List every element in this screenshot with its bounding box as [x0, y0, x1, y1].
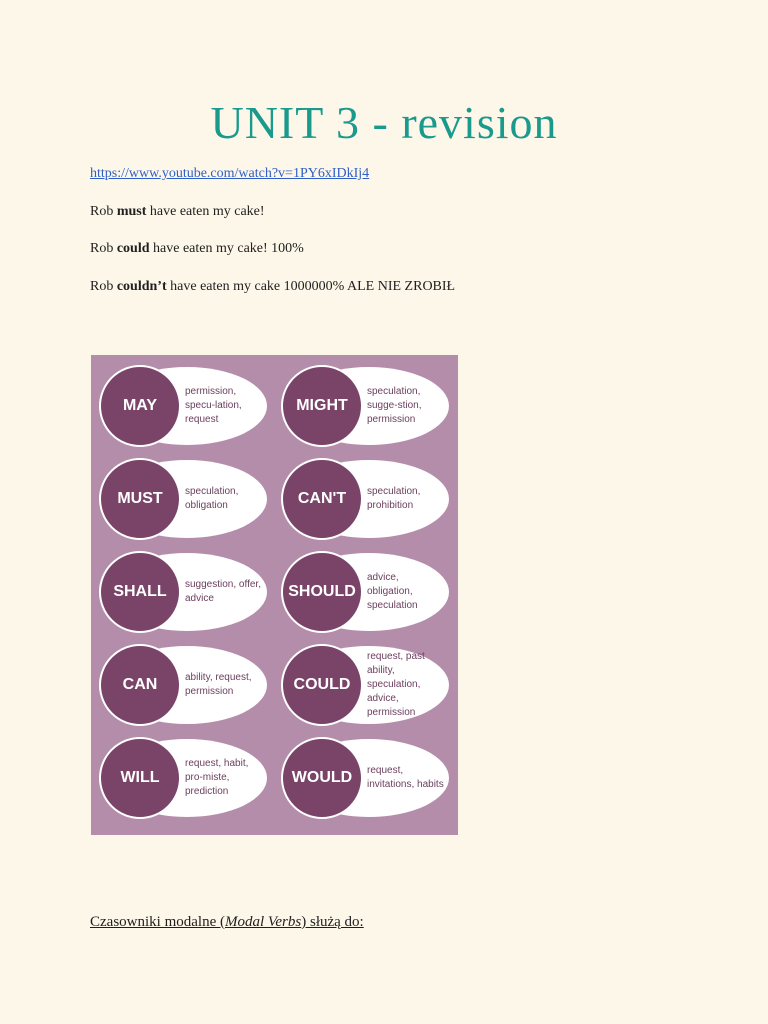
modal-uses-label: suggestion, offer, advice [185, 579, 261, 604]
modal-verbs-image: MAY permission, specu-lation, request MI… [91, 355, 458, 835]
modal-pill: CAN ability, request, permission [95, 642, 267, 728]
sentence-suffix: have eaten my cake 1000000% ALE NIE ZROB… [166, 279, 456, 294]
modal-uses-label: request, invitations, habits [367, 765, 444, 790]
modal-pill: CAN'T speculation, prohibition [277, 456, 449, 542]
example-sentence-couldnt: Rob couldn’t have eaten my cake 1000000%… [90, 279, 455, 295]
sentence-suffix: have eaten my cake! [146, 204, 265, 219]
modal-verb-label: MIGHT [281, 365, 363, 447]
modal-pill: MUST speculation, obligation [95, 456, 267, 542]
heading-suffix: ) służą do: [301, 914, 364, 930]
sentence-suffix: have eaten my cake! 100% [149, 241, 304, 256]
modal-verb-label: MUST [99, 458, 181, 540]
modal-verb-label: CAN'T [281, 458, 363, 540]
modal-verb-label: CAN [99, 644, 181, 726]
modal-pill: SHOULD advice, obligation, speculation [277, 549, 449, 635]
page-title: UNIT 3 - revision [210, 97, 558, 148]
modal-pill: MAY permission, specu-lation, request [95, 363, 267, 449]
modal-pill: WILL request, habit, pro-miste, predicti… [95, 735, 267, 821]
modal-uses-label: ability, request, permission [185, 672, 252, 697]
modal-uses-label: speculation, prohibition [367, 486, 421, 511]
modal-verb-label: WOULD [281, 737, 363, 819]
sentence-prefix: Rob [90, 241, 117, 256]
modal-uses-label: speculation, sugge-stion, permission [367, 386, 422, 425]
modal-uses-label: speculation, obligation [185, 486, 239, 511]
sentence-modal: couldn’t [116, 279, 167, 294]
modal-pill: COULD request, past ability, speculation… [277, 642, 449, 728]
modal-verb-label: MAY [99, 365, 181, 447]
heading-prefix: Czasowniki modalne ( [90, 914, 225, 930]
heading-italic: Modal Verbs [224, 914, 302, 930]
modal-pill: WOULD request, invitations, habits [277, 735, 449, 821]
modal-pill: SHALL suggestion, offer, advice [95, 549, 267, 635]
sentence-prefix: Rob [90, 279, 117, 294]
example-sentence-must: Rob must have eaten my cake! [90, 204, 265, 220]
modal-uses-label: advice, obligation, speculation [367, 572, 418, 611]
example-sentence-could: Rob could have eaten my cake! 100% [90, 241, 304, 257]
modal-verb-label: COULD [281, 644, 363, 726]
modal-verb-label: SHALL [99, 551, 181, 633]
modal-uses-label: permission, specu-lation, request [185, 386, 242, 425]
modal-uses-label: request, habit, pro-miste, prediction [185, 758, 249, 797]
modal-uses-label: request, past ability, speculation, advi… [367, 651, 425, 718]
modal-verb-label: WILL [99, 737, 181, 819]
sentence-prefix: Rob [90, 204, 117, 219]
sentence-modal: could [116, 241, 150, 256]
modal-pill: MIGHT speculation, sugge-stion, permissi… [277, 363, 449, 449]
modal-verb-label: SHOULD [281, 551, 363, 633]
sentence-modal: must [116, 204, 147, 219]
youtube-link[interactable]: https://www.youtube.com/watch?v=1PY6xIDk… [90, 166, 370, 181]
section-heading: Czasowniki modalne (Modal Verbs) służą d… [90, 914, 364, 931]
